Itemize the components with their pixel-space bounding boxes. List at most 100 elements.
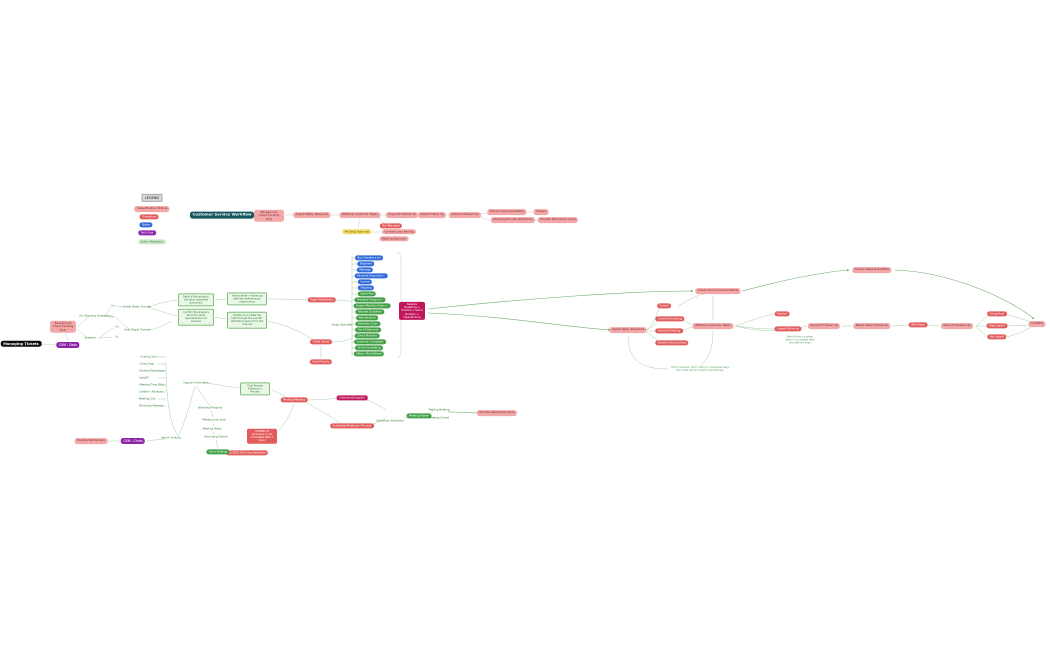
node-out-of-warranty[interactable]: Out of Warranty	[355, 327, 381, 333]
node-wait-reply[interactable]: Wait Reply	[908, 322, 928, 328]
node-support-committee[interactable]: Support Committee	[183, 381, 209, 385]
node-need-sales-follow-up[interactable]: Need Sales Follow Up	[853, 323, 891, 329]
node-closed[interactable]: Closed	[533, 209, 549, 215]
node-crm-chats[interactable]: CRM - Chats	[120, 438, 146, 444]
node-if-the-customer-didn-t-reply-in-3-business-days-[interactable]: If the customer didn't reply in 3 busine…	[671, 365, 729, 372]
node-not-agree[interactable]: Not Agree?	[987, 334, 1007, 340]
node-customer-complaint[interactable]: Customer Complaint	[354, 339, 386, 345]
node-agent-reply-required[interactable]: Agent Reply Required	[609, 327, 647, 333]
node-update-and-create-the-task-through-the-specific-[interactable]: Update and create the task through the s…	[227, 311, 267, 329]
node-final-review-meeting-in-process[interactable]: Final Review Meeting in Process	[240, 382, 270, 396]
node-waiting-customer-reply[interactable]: Waiting Customer Reply	[692, 323, 734, 329]
node-comments-supplier[interactable]: Comments/Supplier	[336, 395, 368, 401]
node-pending-approval[interactable]: Pending Approval	[342, 229, 372, 235]
node-future-sales-possibility[interactable]: Future Sales Possibility	[487, 209, 527, 215]
node-solved[interactable]: Solved	[657, 303, 671, 309]
node-closed-if-procedure-is-not-completed-after-7-day[interactable]: CLOSED (If procedure is not completed af…	[247, 428, 277, 444]
node-need-follow-up-when-there-is-no-update-after-the[interactable]: Need follow up when there is no update a…	[785, 335, 815, 345]
node-private-workshops[interactable]: Private Workshops	[74, 438, 108, 444]
node-unsolved-inquiring[interactable]: Unsolved Inquiring	[655, 316, 685, 322]
node-coming-soon[interactable]: Coming Soon	[140, 355, 158, 359]
node-group-sign[interactable]: Group Sign	[139, 362, 155, 366]
node-not-managed[interactable]: Not Managed	[379, 223, 403, 229]
node-meeting-notes[interactable]: Meeting Notes	[202, 427, 222, 431]
node-view-agree[interactable]: View Agree?	[986, 323, 1008, 329]
node-search-screens[interactable]: Search Screens	[160, 436, 182, 440]
node-check-the-purchase-status[interactable]: Check the Purchase Status	[695, 288, 741, 294]
node-expired[interactable]: Expired	[774, 311, 790, 317]
node-closed[interactable]: CLOSED	[1028, 321, 1046, 327]
node-initial-reply-format[interactable]: Initial Reply Format	[123, 304, 151, 309]
node-technical-support[interactable]: Technical Support +	[354, 297, 386, 303]
node-greeted[interactable]: Greeted	[84, 335, 96, 340]
node-auto-reply-format[interactable]: Auto Reply Format	[124, 327, 150, 332]
node-online-consulting[interactable]: Online Consulting	[355, 345, 383, 351]
node-yes[interactable]: Yes	[111, 304, 115, 308]
node-urgent-follow-up[interactable]: Urgent Follow Up	[774, 326, 802, 332]
node-managing-tickets[interactable]: Managing Tickets	[0, 340, 42, 348]
node-thanks-note-follow-up-with-the-defined-auto-repl[interactable]: Thanks Note + follow up with the defined…	[227, 292, 267, 306]
node-confirm-the-answers-from-the-same-specialist-are[interactable]: Confirm the answers from the same specia…	[178, 308, 214, 326]
node-sales-followed-up[interactable]: Sales Followed Up	[448, 212, 482, 218]
node-invoice[interactable]: Invoice	[357, 279, 373, 285]
node-pending-private-workshop[interactable]: Pending Private Workshop	[490, 217, 536, 223]
node-crm-desk[interactable]: CRM - Desk	[56, 342, 80, 348]
node-workshop-reserve[interactable]: Workshop Reserve	[138, 404, 164, 408]
node-waiting-meeting[interactable]: Waiting Meeting	[428, 408, 450, 412]
node-legend[interactable]: LEGEND	[141, 193, 163, 203]
node-spare-part[interactable]: Spare Part	[357, 291, 377, 297]
node-recording-shared[interactable]: Recording Shared	[204, 435, 228, 439]
node-private-workshop-close[interactable]: Private Workshop Close	[476, 410, 518, 416]
node-create-in-advance[interactable]: Create In Advance	[139, 390, 163, 394]
node-scheduled-meeting-in-process[interactable]: Scheduled Meeting in Process	[330, 423, 374, 429]
node-closed-if-during-requests[interactable]: CLOSED (If During Requests)	[225, 450, 269, 456]
node-sales-followed-up[interactable]: Sales Followed Up	[940, 323, 974, 329]
node-done-settings[interactable]: Done Settings	[206, 449, 230, 455]
node-workshop-request[interactable]: Workshop Request	[197, 406, 223, 410]
node-waiting-approval[interactable]: Waiting Approval	[379, 236, 409, 242]
node-meeting-time-trio[interactable]: Meeting Time (Trio)	[139, 383, 165, 387]
node-agent-reply-required[interactable]: Agent Reply Required	[293, 212, 331, 218]
node-warranty-claim[interactable]: Warranty Claim	[355, 321, 381, 327]
node-go-opening-questions[interactable]: Go Opening Questions	[79, 313, 111, 318]
node-assign-specialist[interactable]: Assign Specialist	[331, 323, 353, 327]
node-agent-notification[interactable]: Agent Notification	[307, 297, 337, 303]
node-sales-follow-up[interactable]: Sales Follow Up	[417, 212, 447, 218]
node-pending-meeting[interactable]: Pending Meeting	[280, 397, 308, 403]
node-transitions[interactable]: Transitions	[139, 214, 159, 220]
node-solved-auto-purchase[interactable]: Solved Auto-purchase	[655, 340, 689, 346]
node-urgent-machine-down[interactable]: Urgent Machine Down +	[353, 303, 391, 309]
node-meeting-link-sent[interactable]: Meeting Link Sent	[202, 418, 226, 422]
node-background-check-sorting-out[interactable]: Background Check (Sorting Out)	[50, 320, 76, 334]
node-no[interactable]: No	[115, 335, 119, 339]
node-support-follow-up[interactable]: Support Follow Up	[807, 323, 841, 329]
node-check-machine[interactable]: Check Machine	[354, 333, 380, 339]
node-background-check-sorting-out[interactable]: Background Check (Sorting Out)	[254, 209, 284, 223]
node-waiting-customer-reply[interactable]: Waiting Customer Reply	[339, 212, 381, 218]
node-labsos[interactable]: LabsOS	[139, 376, 149, 380]
node-payment-enquiring[interactable]: Payment Enquiring +	[354, 273, 388, 279]
node-meeting-raised[interactable]: Meeting Raised	[406, 413, 432, 419]
node-customer-service-workflow[interactable]: Customer Service Workflow	[190, 211, 254, 219]
node-workshop-scheduled[interactable]: Workshop Scheduled	[376, 419, 404, 423]
node-shipment[interactable]: Shipment	[357, 261, 375, 267]
node-going-buy[interactable]: Going Buy?	[987, 311, 1007, 317]
node-no[interactable]: No	[111, 315, 115, 319]
node-request-quotation[interactable]: Request Quotation	[355, 309, 385, 315]
node-existing-workshops[interactable]: Existing Workshops	[139, 369, 165, 373]
node-reply-if-the-question-has-been-answered-previous[interactable]: Reply if the question has been answered …	[178, 293, 214, 307]
node-meeting-solved[interactable]: Meeting Solved	[428, 416, 450, 420]
node-support-follow-up[interactable]: Support Follow Up	[385, 212, 419, 218]
node-private-workshop-close[interactable]: Private Workshop Close	[537, 217, 579, 223]
node-contact-loop-pairing[interactable]: Contact Loop Pairing	[382, 229, 416, 235]
node-buy-questions-s[interactable]: Buy Questions (s)	[355, 255, 383, 261]
node-states[interactable]: States	[139, 222, 153, 228]
node-ticket-owner[interactable]: Ticket Owner	[310, 339, 332, 345]
node-yes[interactable]: Yes	[115, 325, 119, 329]
node-maintenance[interactable]: Maintenance	[356, 315, 378, 321]
node-email-priority[interactable]: Email Priority	[309, 359, 333, 365]
node-message[interactable]: Message	[356, 267, 374, 273]
node-future-sales-possibility[interactable]: Future Sales Possibility	[852, 267, 892, 273]
node-tech-goal[interactable]: Tech Goal	[138, 230, 156, 236]
